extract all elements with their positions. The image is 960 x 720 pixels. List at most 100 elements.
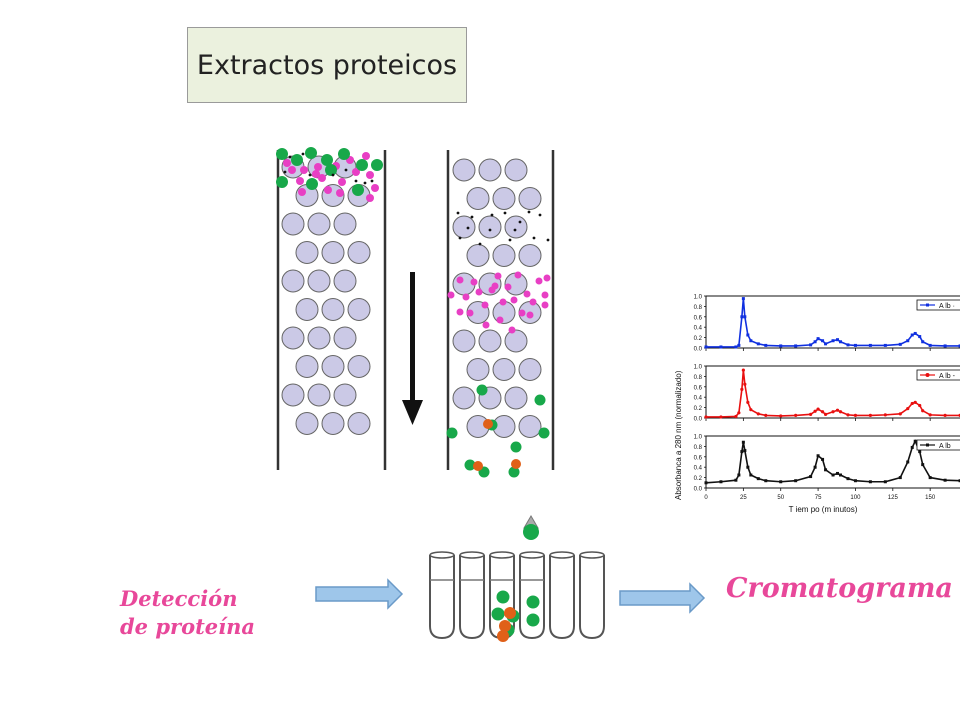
bead [466,187,490,210]
chromatogram-point [749,408,753,412]
protein-green [305,147,317,159]
protein-pink [541,301,549,309]
chromatogram-panel: 0.00.20.40.60.81.0A lb - [694,365,960,423]
chromatogram-point [928,343,932,347]
chromatogram-ytick-label: 0.2 [694,336,703,342]
chromatogram-point [921,340,925,344]
chromatogram-point [719,415,723,419]
protein-green [510,441,522,453]
chromatogram-xtick-label: 25 [740,495,747,501]
chromatogram-xlabel: T iem po (m inutos) [789,505,858,514]
chromatogram-ytick-label: 0.8 [694,445,703,451]
chromatogram-ytick-label: 0.0 [694,347,703,353]
bead [307,212,331,236]
protein-pink [470,278,478,286]
chromatogram-point [740,387,744,391]
chromatogram-point [868,343,872,347]
chromatogram-point [943,344,947,348]
chromatogram-point [813,409,817,413]
chromatogram-legend-box [916,369,960,381]
bead [295,241,319,264]
protein-pink [298,188,306,196]
chromatogram-point [910,401,914,406]
title-text: Extractos proteicos [196,49,458,81]
chromatogram-ytick-label: 0.8 [694,375,703,381]
protein-pink [336,189,344,197]
chromatogram-point [764,413,768,417]
chromatogram-point [741,440,745,444]
chromatogram-legend-label: A lb · [939,303,955,310]
chromatogram-point [704,415,708,419]
chromatogram-ytick-label: 0.0 [694,487,703,493]
protein-green [464,459,476,471]
protein-dot [331,173,335,177]
protein-dot [458,236,462,240]
protein-pink [541,291,549,299]
protein-pink [456,276,464,284]
protein-dot [354,179,358,183]
protein-green [321,154,333,166]
protein-green [526,595,540,609]
bead [281,383,305,407]
chromatogram-panel: 0.00.20.40.60.81.00255075100125150175T i… [694,435,960,514]
chromatogram-point [883,343,887,347]
chromatogram-point [704,481,708,485]
protein-dot [283,170,287,174]
protein-pink [366,194,374,202]
protein-pink [510,296,518,304]
bead [307,326,331,350]
chromatogram-legend-label: A lb - [939,373,956,380]
chromatogram-point [835,408,840,412]
protein-green [446,427,458,439]
chromatogram-point [809,475,813,479]
chromatogram-point [836,338,840,342]
chromatogram-point [734,345,738,349]
chromatogram-ytick-label: 1.0 [694,295,703,301]
bead [504,386,528,410]
chromatogram-xtick-label: 150 [925,495,936,501]
chromatogram-point [868,413,872,417]
protein-pink [529,298,537,306]
protein-pink [499,298,507,306]
chromatogram-point [906,460,910,464]
chromatogram-point [779,480,783,484]
chromatogram-ytick-label: 0.2 [694,476,703,482]
protein-pink [300,166,308,174]
chromatogram-ytick-label: 0.0 [694,417,703,423]
protein-green [508,466,520,478]
protein-pink [314,163,322,171]
bead [492,244,516,267]
bead [333,326,357,350]
chromatogram-point [883,413,887,417]
chromatogram-point [928,476,932,480]
bead [321,412,345,435]
chromatogram-point [846,413,850,417]
chromatogram-point [749,339,753,343]
bead [466,358,490,381]
chromatogram-point [898,342,902,346]
protein-dot [344,168,348,172]
chromatogram-point [746,400,750,404]
chromatogram-point [910,333,914,337]
chromatogram-point [756,342,760,346]
protein-green [476,384,488,396]
arrow-to-chromatogram [619,582,706,614]
chromatogram-legend-box [916,439,960,451]
bead [478,329,502,353]
chromatogram-point [737,473,741,477]
protein-pink [518,309,526,317]
chromatogram-ytick-label: 0.2 [694,406,703,412]
arrow-to-tubes [315,578,404,610]
chromatogram-point [741,297,745,301]
chromatogram-ytick-label: 0.4 [694,396,703,402]
chromatogram-ytick-label: 0.6 [694,315,703,321]
bead [518,244,542,267]
column-after [446,150,555,478]
chromatogram-point [906,407,910,411]
chromatogram-point [734,414,738,419]
test-tube-rim [489,551,515,559]
chromatogram-legend-box [916,299,960,311]
protein-orange [473,461,483,471]
column-before-proteins [276,147,383,202]
chromatogram-point [821,339,825,343]
